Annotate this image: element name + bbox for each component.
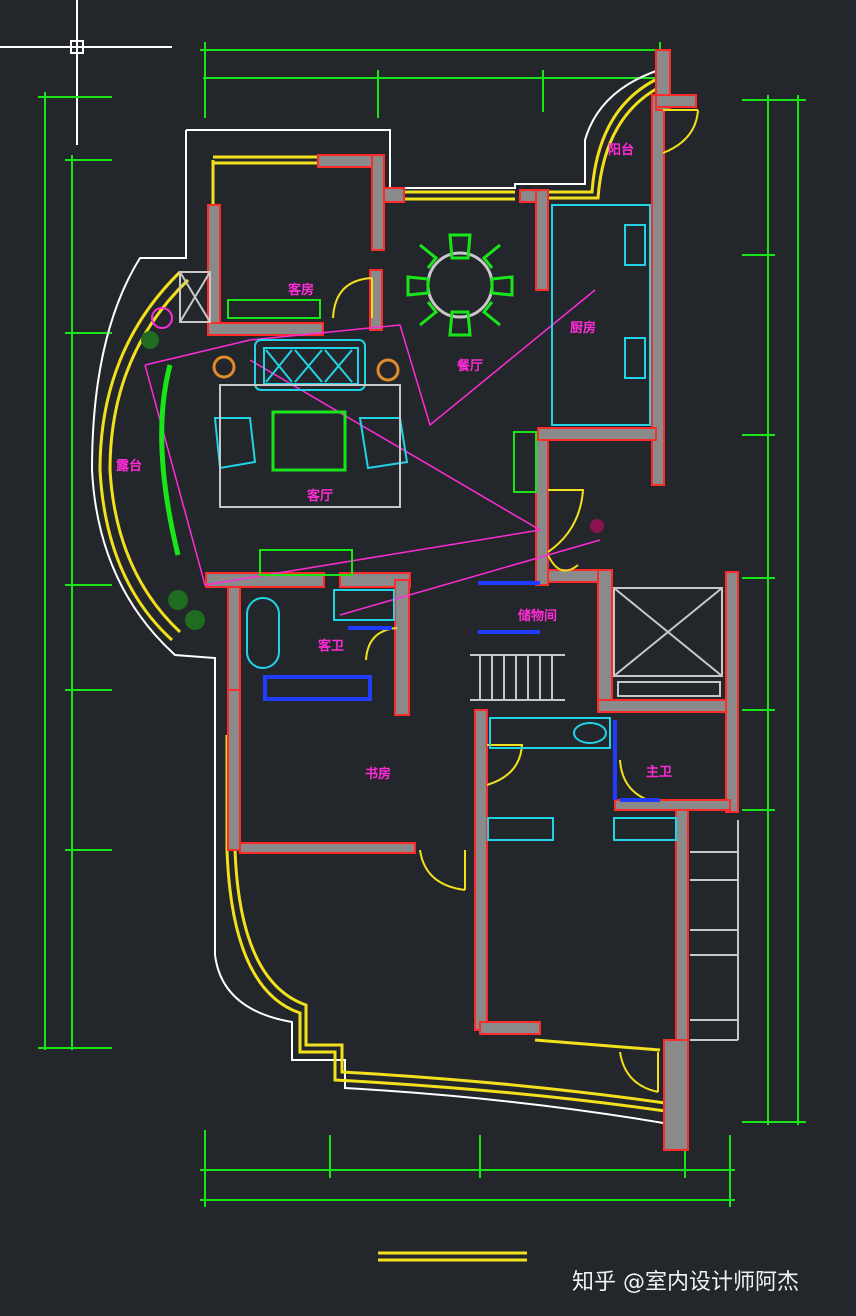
lamps <box>212 355 400 382</box>
plant-pot-icon <box>151 307 173 329</box>
cabinets <box>263 581 660 802</box>
label-guest-bath: 客卫 <box>318 638 344 654</box>
label-storage: 储物间 <box>517 608 557 624</box>
furniture <box>213 204 677 841</box>
scale-bar <box>378 1251 527 1262</box>
room-labels: 客房 餐厅 厨房 阳台 露台 客厅 客卫 储物间 书房 主卫 <box>116 142 672 782</box>
floor-drain-icon <box>590 519 604 533</box>
label-terrace: 露台 <box>116 458 142 474</box>
label-bedroom: 客房 <box>288 282 314 298</box>
label-living: 客厅 <box>307 488 333 504</box>
crosshair-cursor-icon <box>0 0 172 145</box>
label-balcony: 阳台 <box>608 142 634 158</box>
label-kitchen: 厨房 <box>570 320 596 336</box>
dining-table-and-plants <box>141 233 537 630</box>
walls <box>205 49 739 1151</box>
watermark-text: 知乎 @室内设计师阿杰 <box>572 1270 799 1295</box>
rugs-and-fixtures <box>179 271 739 1041</box>
outer-outline <box>90 67 676 1126</box>
windows <box>98 78 673 1114</box>
label-master-bath: 主卫 <box>646 764 672 780</box>
dimension-lines <box>38 42 806 1207</box>
label-study: 书房 <box>365 766 391 782</box>
label-dining: 餐厅 <box>456 358 483 374</box>
axis-lines <box>144 289 601 616</box>
